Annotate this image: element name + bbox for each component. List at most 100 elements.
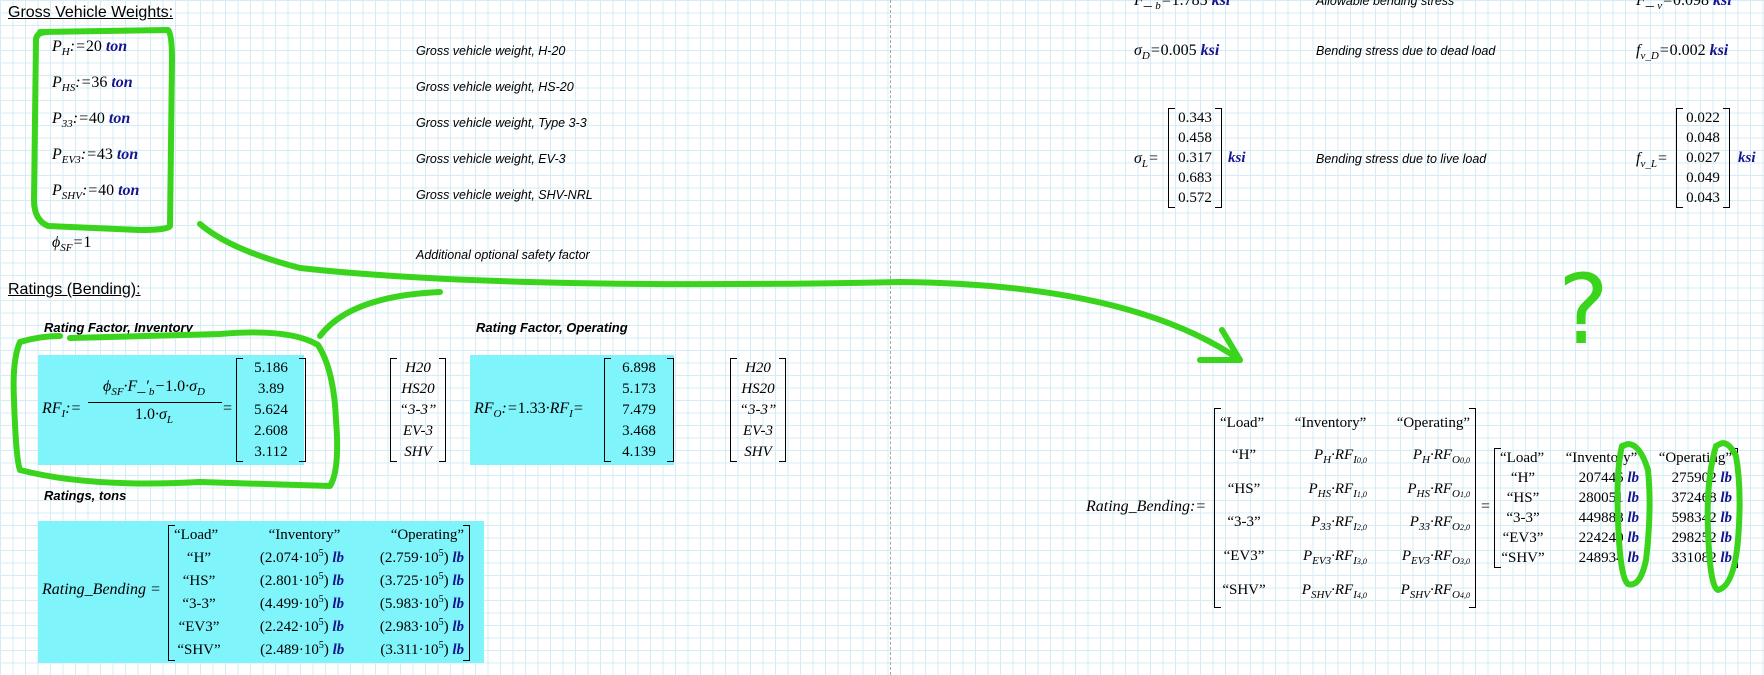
load-cell: “EV3”: [1223, 547, 1265, 564]
operating-value: 331082 lb: [1671, 549, 1732, 566]
rating-bending-tons-matrix: “Load” “Inventory” “Operating” “H” (2.074·10…: [168, 525, 470, 661]
inventory-cell: (2.074·105) lb: [259, 548, 344, 566]
rating-left-row: “SHV”(2.489·105) lb(3.311·105) lb: [174, 640, 464, 659]
weight-note-2: Gross vehicle weight, Type 3-3: [416, 116, 587, 130]
rating-res-header: “Load”“Inventory”“Operating”: [1500, 450, 1732, 467]
operating-value: 275902 lb: [1671, 469, 1732, 486]
names1-cell: EV-3: [403, 422, 433, 439]
dead-stress-note: Bending stress due to dead load: [1316, 44, 1496, 58]
rf-inventory-numerator: ϕSF·F_′b−1.0·σD: [103, 378, 205, 398]
inventory-value: 280051 lb: [1578, 489, 1639, 506]
rating-left-row: “H”(2.074·105) lb(2.759·105) lb: [174, 548, 464, 567]
operating-expr: PSHV·RFO4,0: [1400, 581, 1470, 601]
weight-def-2[interactable]: P33:=40 ton: [52, 110, 131, 130]
load-cell: “HS”: [1506, 489, 1540, 506]
operating-cell: (5.983·105) lb: [379, 594, 464, 612]
weight-def-1[interactable]: PHS:=36 ton: [52, 74, 133, 94]
safety-note: Additional optional safety factor: [416, 248, 590, 262]
header-cell: “Operating”: [1396, 415, 1470, 432]
rating-def-row: “EV3” PEV3·RFI3,0 PEV3·RFO3,0: [1220, 548, 1470, 567]
rating-def-header: “Load” “Inventory” “Operating”: [1220, 415, 1470, 432]
inventory-value: 224240 lb: [1578, 529, 1639, 546]
weight-note-3: Gross vehicle weight, EV-3: [416, 152, 566, 166]
sigL-cell: 0.458: [1178, 130, 1212, 146]
names2-cell: H20: [745, 360, 771, 377]
fv-live-unit: ksi: [1738, 150, 1756, 166]
load-cell: “HS”: [1227, 480, 1261, 497]
live-stress-lhs: σL=: [1134, 150, 1159, 170]
header-cell: “Inventory”: [268, 527, 341, 543]
operating-expr: P33·RFO2,0: [1409, 514, 1470, 534]
weight-def-4[interactable]: PSHV:=40 ton: [52, 182, 140, 202]
fvL-cell: 0.048: [1686, 130, 1720, 146]
header-cell: “Load”: [1500, 449, 1545, 466]
weight-note-1: Gross vehicle weight, HS-20: [416, 80, 574, 94]
inventory-cell: (2.242·105) lb: [259, 617, 344, 635]
header-cell: “Load”: [174, 527, 219, 543]
names1-cell: HS20: [401, 381, 435, 398]
names2-cell: EV-3: [743, 422, 773, 439]
safety-factor-def[interactable]: ϕSF=1: [52, 234, 92, 254]
gvw-section-title: Gross Vehicle Weights:: [8, 4, 174, 21]
operating-cell: (3.725·105) lb: [379, 571, 464, 589]
rating-left-header: “Load” “Inventory” “Operating”: [174, 527, 464, 544]
rating-left-row: “HS” (2.801·105) lb (3.725·105) lb: [174, 571, 464, 590]
operating-expr: PEV3·RFO3,0: [1401, 547, 1470, 567]
ratings-section-title: Ratings (Bending):: [8, 281, 141, 298]
rating-bending-tons-region[interactable]: [38, 521, 484, 663]
operating-expr: PH·RFO0,0: [1412, 446, 1470, 466]
load-cell: “H”: [186, 550, 212, 566]
inventory-value: 248934 lb: [1578, 549, 1639, 566]
inventory-cell: (2.801·105) lb: [259, 571, 344, 589]
weight-def-0[interactable]: PH:=20 ton: [52, 38, 128, 58]
load-cell: “EV3”: [178, 619, 220, 635]
rating-res-row: “3-3” 449888 lb 598342 lb: [1500, 510, 1732, 527]
load-cell: “3-3”: [1506, 509, 1540, 526]
inventory-expr: PEV3·RFI3,0: [1302, 547, 1367, 567]
fb-def: F_′b=1.785 ksi: [1134, 0, 1231, 12]
inventory-expr: PSHV·RFI4,0: [1301, 581, 1367, 601]
weight-def-3[interactable]: PEV3:=43 ton: [52, 146, 139, 166]
weight-note-0: Gross vehicle weight, H-20: [416, 44, 566, 58]
rfO-cell: 7.479: [622, 401, 656, 418]
rating-bending-def-matrix[interactable]: “Load” “Inventory” “Operating” “H” PH·RFI0,0…: [1214, 408, 1476, 608]
rfI-cell: 5.624: [254, 401, 288, 418]
header-cell: “Load”: [1220, 415, 1265, 432]
load-cell: “H”: [1231, 446, 1257, 463]
names1-cell: “3-3”: [399, 401, 437, 418]
fb-note: Allowable bending stress: [1316, 0, 1455, 8]
rfI-cell: 3.112: [254, 443, 288, 460]
operating-value: 298252 lb: [1671, 529, 1732, 546]
operating-value: 598342 lb: [1671, 509, 1732, 526]
header-cell: “Inventory”: [1294, 415, 1367, 432]
fv-def: F_′v=0.098 ksi: [1636, 0, 1732, 12]
label-ratings-tons: Ratings, tons: [44, 488, 127, 503]
label-rf-operating: Rating Factor, Operating: [476, 320, 628, 335]
inventory-expr: P33·RFI2,0: [1310, 514, 1367, 534]
load-cell: “HS”: [182, 573, 216, 589]
operating-expr: PHS·RFO1,0: [1407, 480, 1470, 500]
rating-left-row: “EV3”(2.242·105) lb(2.983·105) lb: [174, 617, 464, 636]
fvL-cell: 0.027: [1686, 150, 1720, 166]
rf-inventory-denominator: 1.0·σL: [134, 406, 173, 426]
rating-left-row: “3-3” (4.499·105) lb (5.983·105) lb: [174, 594, 464, 613]
live-stress-note: Bending stress due to live load: [1316, 152, 1487, 166]
rf-operating-region[interactable]: [470, 355, 674, 465]
rating-def-row: “H” PH·RFI0,0 PH·RFO0,0: [1220, 447, 1470, 466]
inventory-value: 449888 lb: [1578, 509, 1639, 526]
inventory-cell: (2.489·105) lb: [260, 640, 345, 658]
header-cell: “Operating”: [390, 527, 464, 543]
header-cell: “Inventory”: [1565, 449, 1638, 466]
names2-cell: SHV: [744, 443, 772, 460]
inventory-cell: (4.499·105) lb: [259, 594, 344, 612]
load-cell: “3-3”: [182, 596, 216, 612]
load-cell: “H”: [1510, 469, 1536, 486]
ink-arrow-head: [1197, 327, 1243, 363]
inventory-expr: PH·RFI0,0: [1313, 446, 1367, 466]
dead-stress-def: σD=0.005 ksi: [1134, 42, 1220, 62]
